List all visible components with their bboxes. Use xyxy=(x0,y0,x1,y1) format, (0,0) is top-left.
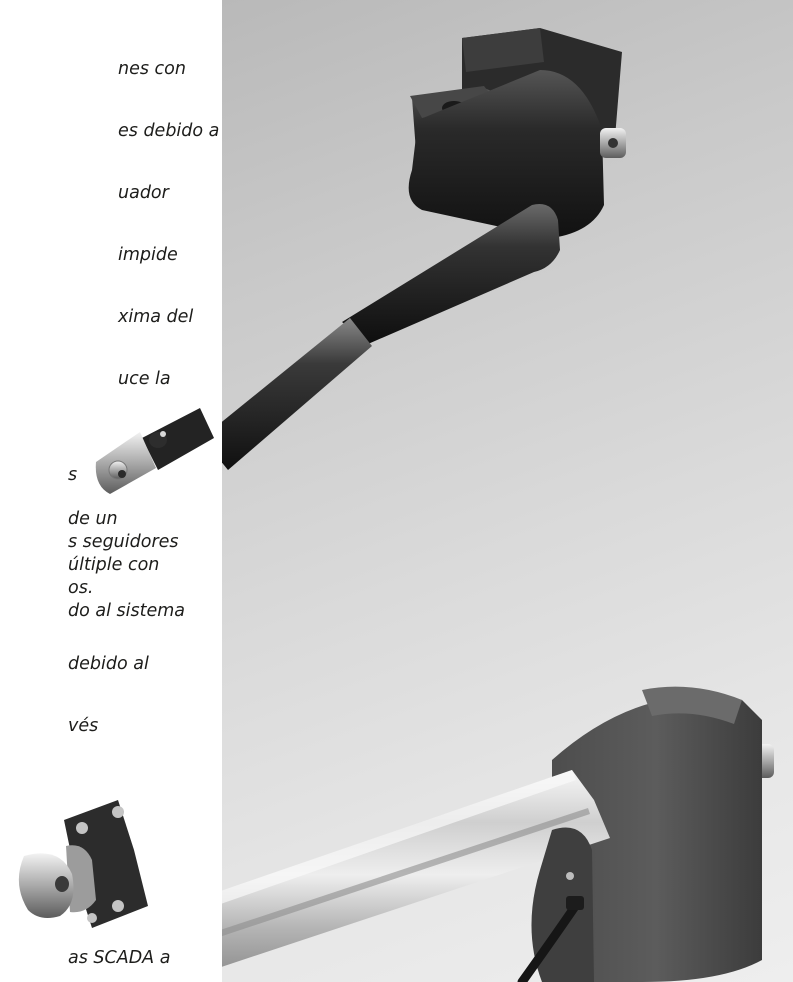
text-fragment: últiple con xyxy=(68,555,160,575)
text-fragment: s seguidores xyxy=(68,532,179,552)
text-fragment: xima del xyxy=(118,307,194,327)
text-fragment: debido al xyxy=(68,654,149,674)
black-actuator xyxy=(222,28,626,470)
text-fragment: uador xyxy=(118,183,169,203)
aluminium-actuator xyxy=(222,686,774,982)
text-fragment: vés xyxy=(68,716,99,736)
text-fragment: do al sistema xyxy=(68,601,186,621)
text-fragment: uce la xyxy=(118,369,171,389)
text-fragment: s xyxy=(68,465,78,485)
text-fragment: nes con xyxy=(118,59,186,79)
text-fragment: impide xyxy=(118,245,178,265)
text-fragment: os. xyxy=(68,578,94,598)
product-photo xyxy=(222,0,793,982)
text-fragment: as SCADA a xyxy=(68,948,171,968)
text-fragment: de un xyxy=(68,509,118,529)
text-fragment: es debido a xyxy=(118,121,220,141)
actuators-illustration xyxy=(222,28,774,982)
